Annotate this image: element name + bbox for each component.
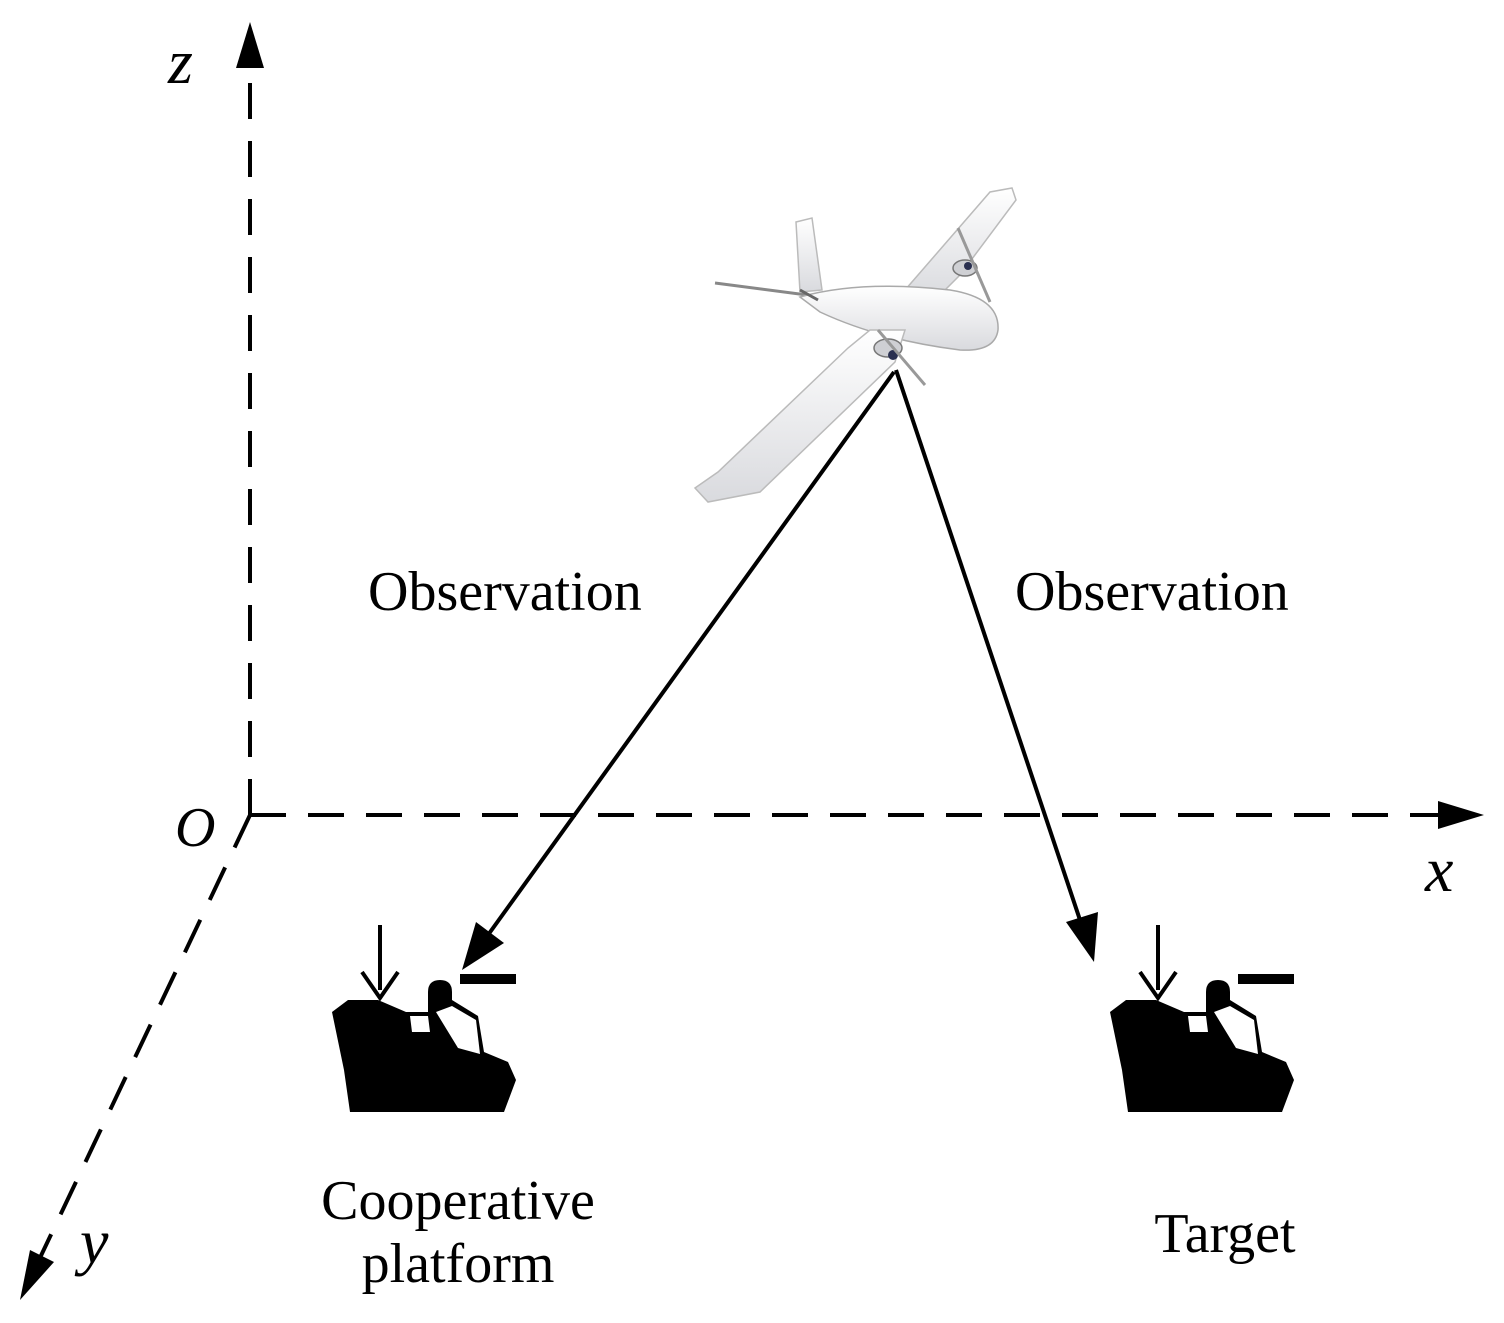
y-axis-label: y (80, 1206, 109, 1277)
x-axis-arrowhead (1438, 801, 1484, 829)
link-arrowhead (1066, 912, 1098, 962)
z-axis-label: z (168, 26, 193, 97)
z-axis (236, 22, 264, 815)
observation-link-cooperative (462, 370, 896, 970)
target-ship-icon (1110, 925, 1294, 1112)
cooperative-platform-label: Cooperative platform (298, 1170, 618, 1295)
link-arrowhead (462, 922, 504, 970)
cooperative-platform-label-line1: Cooperative (321, 1170, 595, 1232)
x-axis (250, 801, 1484, 829)
y-axis-arrowhead (20, 1250, 54, 1300)
cooperative-platform-label-line2: platform (361, 1232, 555, 1295)
observation-link-target (894, 369, 1098, 962)
target-label: Target (1154, 1203, 1296, 1265)
origin-label: O (175, 797, 216, 859)
observation-label-left: Observation (368, 561, 642, 623)
z-axis-arrowhead (236, 22, 264, 68)
cooperative-platform-ship-icon (332, 925, 516, 1112)
x-axis-label: x (1425, 834, 1454, 905)
y-axis (20, 814, 252, 1300)
observation-label-right: Observation (1015, 561, 1289, 623)
uav-icon (693, 187, 1017, 503)
